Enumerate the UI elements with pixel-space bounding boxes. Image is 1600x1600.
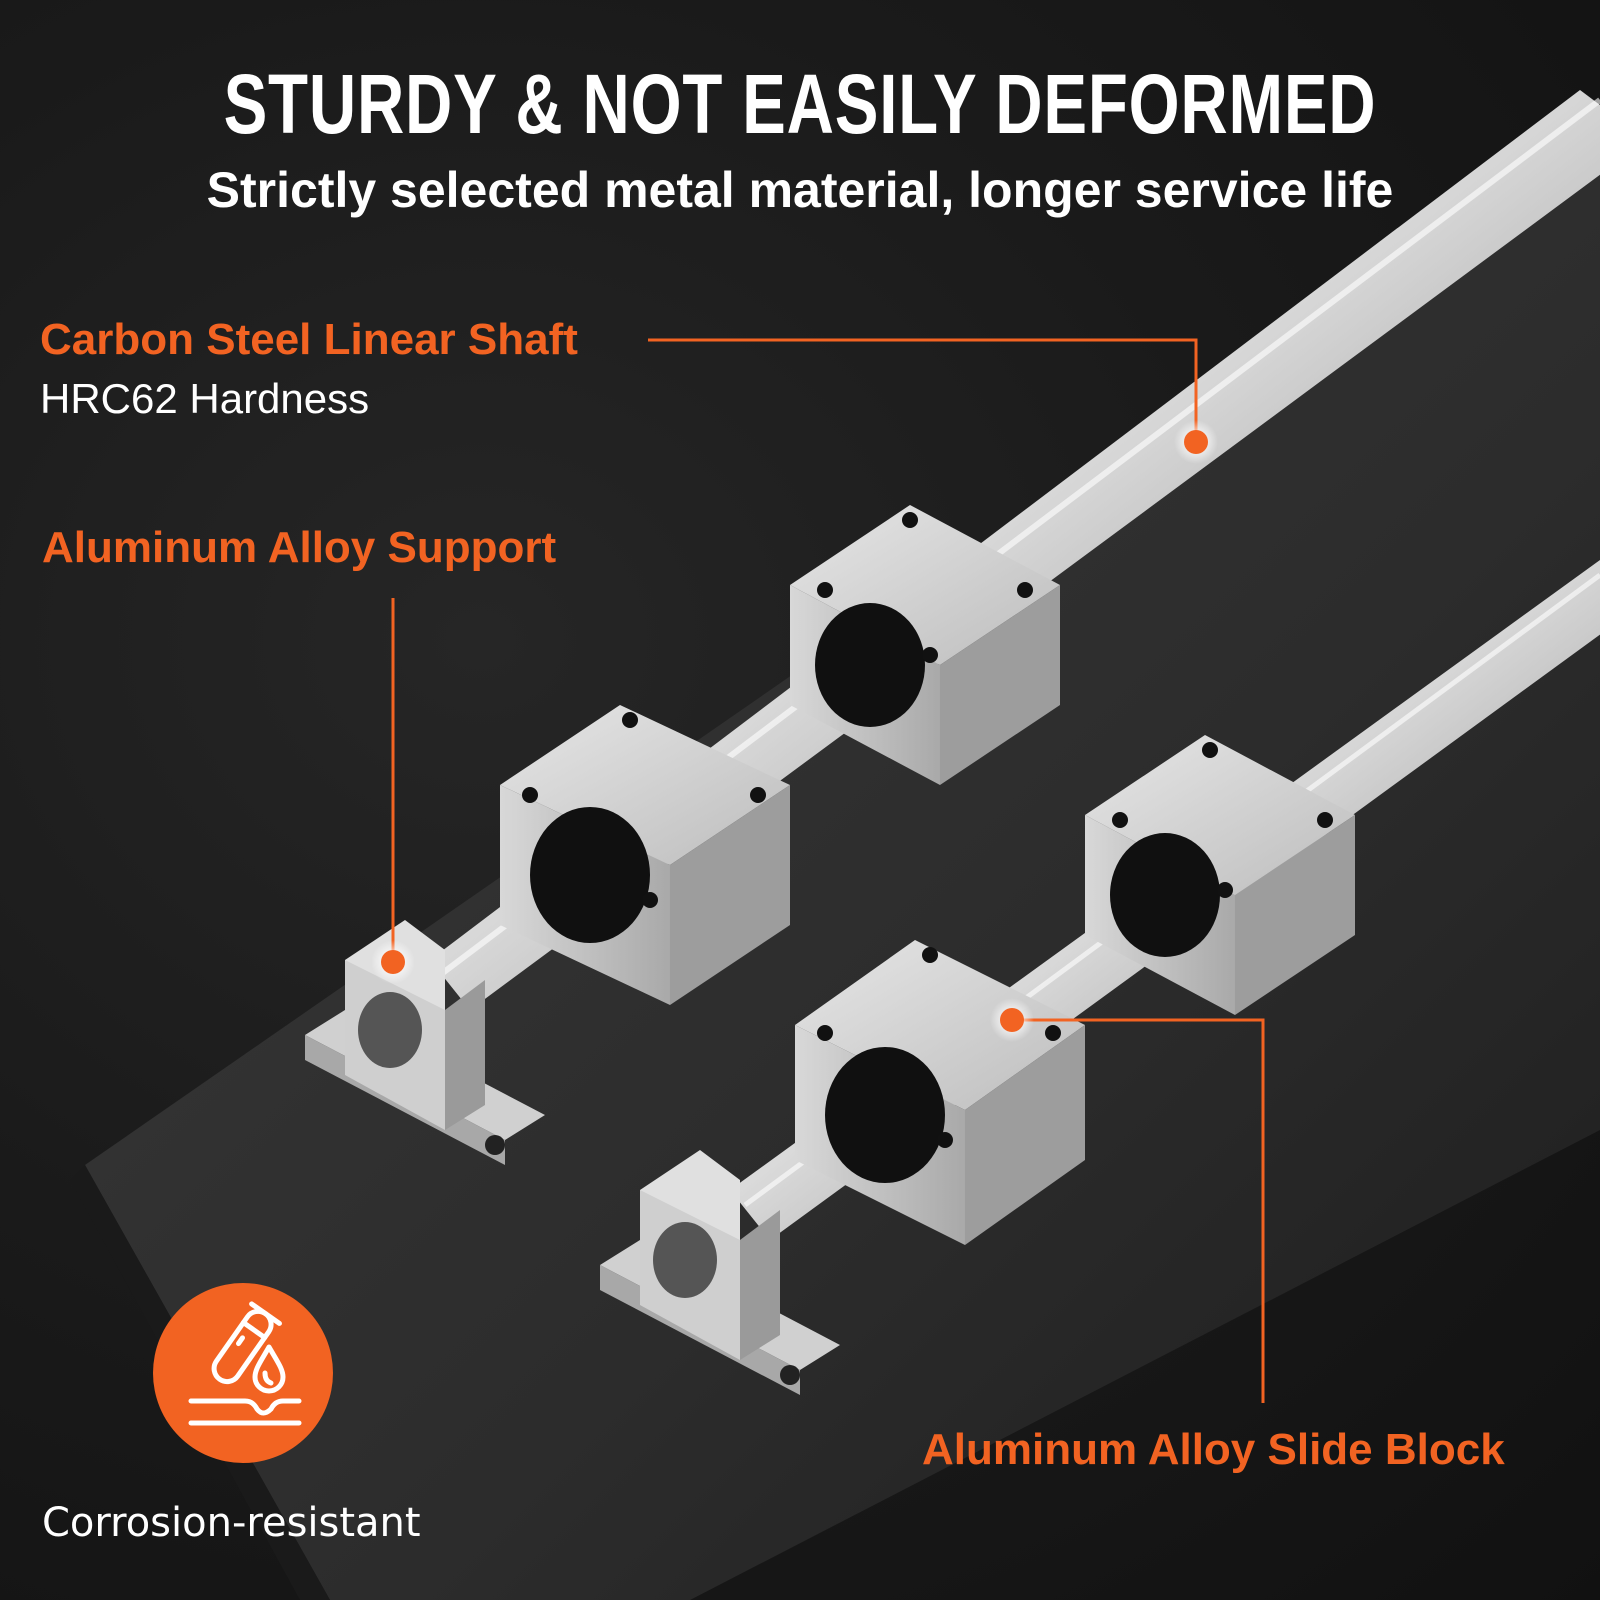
base-plate bbox=[85, 115, 1600, 1600]
callout-shaft-leader bbox=[648, 338, 1198, 442]
callout-shaft-dot bbox=[1184, 430, 1208, 454]
slide-block-4 bbox=[795, 940, 1085, 1245]
callout-support-title: Aluminum Alloy Support bbox=[42, 523, 557, 572]
callout-shaft-detail: HRC62 Hardness bbox=[40, 375, 370, 422]
test-tube-drop-icon bbox=[188, 1301, 302, 1426]
slide-block-3 bbox=[1085, 735, 1355, 1015]
slide-block-2 bbox=[500, 705, 790, 1005]
callout-support-dot bbox=[381, 950, 405, 974]
shaft-support-2 bbox=[600, 1150, 840, 1395]
callout-shaft-title: Carbon Steel Linear Shaft bbox=[40, 315, 578, 364]
slide-block-1 bbox=[790, 505, 1060, 785]
corrosion-badge bbox=[153, 1283, 333, 1463]
callout-slide-block-title: Aluminum Alloy Slide Block bbox=[922, 1425, 1505, 1474]
corrosion-badge-label: Corrosion-resistant bbox=[42, 1500, 421, 1546]
callout-slide-block-leader bbox=[1012, 1018, 1265, 1403]
headline: STURDY & NOT EASILY DEFORMED bbox=[223, 57, 1377, 151]
shaft-support-1 bbox=[305, 920, 545, 1165]
subheadline: Strictly selected metal material, longer… bbox=[206, 162, 1394, 218]
callout-slide-block-dot bbox=[1000, 1008, 1024, 1032]
